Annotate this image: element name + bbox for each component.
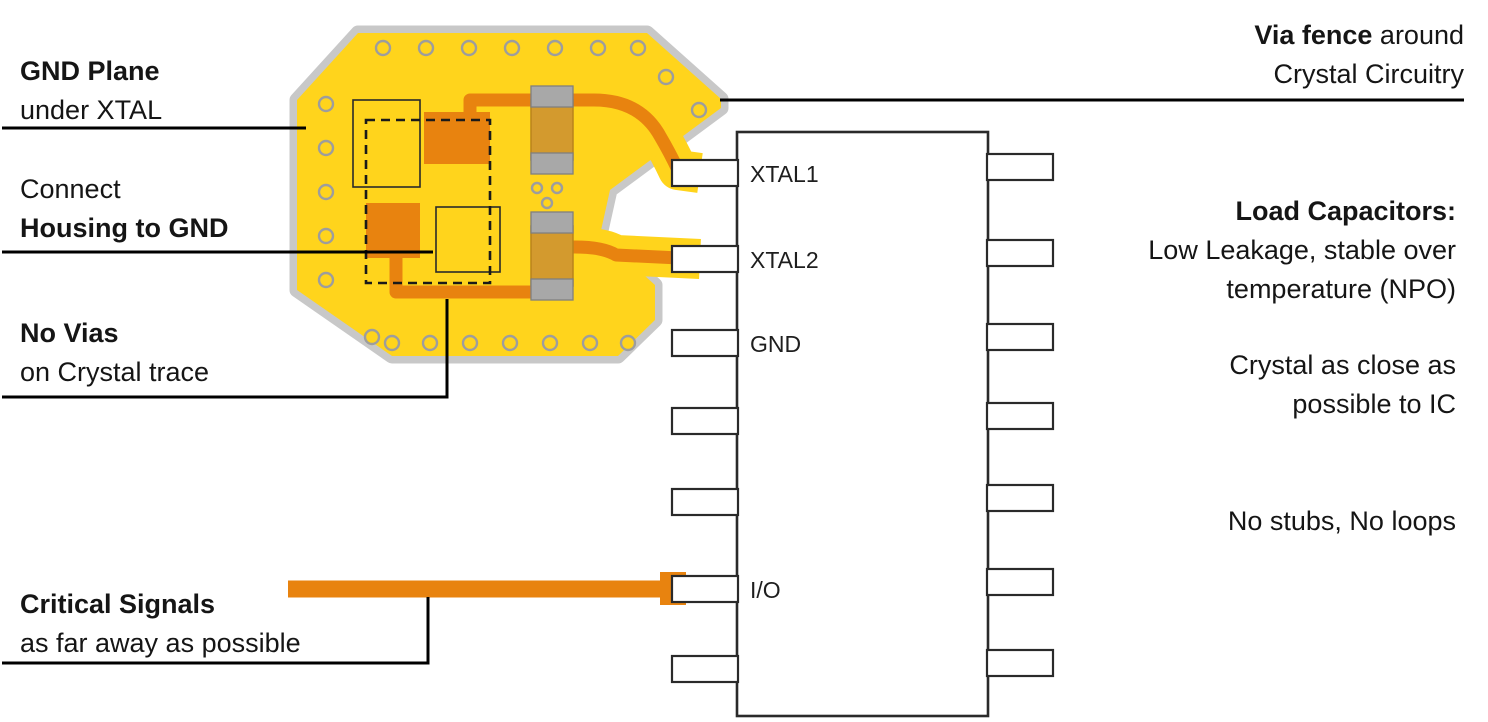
via-fence	[317, 39, 708, 352]
annotation-line: Via fence around	[1254, 16, 1464, 55]
pin-label-xtal2: XTAL2	[750, 247, 819, 273]
ic-pin-left-5	[670, 487, 740, 517]
via	[460, 39, 478, 57]
ic-pins-left	[670, 158, 740, 684]
trace-crystal-bottom	[389, 250, 556, 299]
annotation-lines	[2, 98, 1464, 665]
via	[383, 334, 401, 352]
ic-pin-io	[670, 574, 740, 604]
annotation-line: GND Plane	[20, 56, 160, 86]
via	[550, 181, 564, 195]
ic-pin-right-1	[985, 152, 1055, 182]
via	[540, 196, 554, 210]
pointer-no-vias	[2, 299, 449, 399]
annotation-line: Load Capacitors:	[1235, 196, 1456, 226]
annotation-line: Housing to GND	[20, 213, 229, 243]
ic-pin-labels: XTAL1 XTAL2 GND I/O	[750, 161, 819, 603]
via	[363, 328, 381, 346]
ic-pins-right	[985, 152, 1055, 678]
annotation-line: as far away as possible	[20, 628, 301, 658]
annotation-load-capacitors: Load Capacitors: Low Leakage, stable ove…	[1148, 192, 1456, 309]
ic-pin-gnd	[670, 328, 740, 358]
pointer-critical-signals	[2, 597, 430, 665]
pin-label-io: I/O	[750, 577, 781, 603]
via	[589, 39, 607, 57]
annotation-crystal-close: Crystal as close as possible to IC	[1229, 346, 1456, 424]
capacitor-terminal	[530, 85, 574, 108]
ic-pin-right-2	[985, 238, 1055, 268]
via	[317, 227, 335, 245]
via	[629, 39, 647, 57]
annotation-critical-signals: Critical Signals as far away as possible	[20, 585, 301, 663]
capacitor-terminal	[530, 152, 574, 175]
annotation-no-stubs: No stubs, No loops	[1228, 502, 1456, 541]
via	[501, 334, 519, 352]
ic-pin-right-7	[985, 648, 1055, 678]
via	[421, 334, 439, 352]
ic-pin-xtal1	[670, 158, 740, 188]
via	[417, 39, 435, 57]
via	[581, 334, 599, 352]
capacitor-body	[530, 225, 574, 287]
pin-label-gnd: GND	[750, 331, 801, 357]
load-capacitor-2	[530, 211, 574, 301]
annotation-line: on Crystal trace	[20, 357, 210, 387]
annotation-no-vias: No Vias on Crystal trace	[20, 314, 209, 392]
annotation-line: Crystal Circuitry	[1273, 59, 1464, 89]
via	[546, 39, 564, 57]
annotation-line: Crystal as close as	[1229, 350, 1456, 380]
via	[690, 101, 708, 119]
ic-pin-left-4	[670, 406, 740, 436]
crystal-pad-outline-top	[352, 99, 421, 188]
via	[374, 39, 392, 57]
load-capacitor-1	[530, 85, 574, 175]
annotation-line: temperature (NPO)	[1226, 274, 1456, 304]
annotation-line: possible to IC	[1292, 389, 1456, 419]
via	[619, 334, 637, 352]
annotation-line: Connect	[20, 174, 121, 204]
via	[317, 95, 335, 113]
annotation-bold-text: Via fence	[1254, 20, 1373, 50]
via	[461, 334, 479, 352]
annotation-line: under XTAL	[20, 95, 163, 125]
via	[541, 334, 559, 352]
annotation-connect-housing: Connect Housing to GND	[20, 170, 228, 248]
annotation-text: around	[1379, 20, 1464, 50]
capacitor-terminal	[530, 211, 574, 234]
via	[317, 139, 335, 157]
ic-body	[735, 130, 990, 718]
capacitor-body	[530, 99, 574, 161]
ic-pin-xtal2	[670, 244, 740, 274]
annotation-line: No Vias	[20, 318, 119, 348]
via	[317, 271, 335, 289]
ic-pin-right-5	[985, 483, 1055, 513]
via	[503, 39, 521, 57]
via	[657, 68, 675, 86]
annotation-via-fence: Via fence around Crystal Circuitry	[1254, 16, 1464, 94]
via	[317, 183, 335, 201]
ic-pin-left-7	[670, 654, 740, 684]
pcb-ground-plane	[297, 33, 721, 356]
ic-pin-right-3	[985, 322, 1055, 352]
pin-label-xtal1: XTAL1	[750, 161, 819, 187]
annotation-line: Low Leakage, stable over	[1148, 235, 1456, 265]
crystal-pad-outline-bottom	[435, 206, 501, 273]
trace-xtal2	[544, 240, 701, 266]
crystal-housing-outline	[364, 118, 492, 285]
annotation-gnd-plane: GND Plane under XTAL	[20, 52, 162, 130]
crystal-pad-left	[366, 203, 420, 258]
ic-pin-right-6	[985, 567, 1055, 597]
annotation-line: Critical Signals	[20, 589, 216, 619]
ic-pin-right-4	[985, 401, 1055, 431]
annotation-line: No stubs, No loops	[1227, 506, 1456, 536]
capacitor-terminal	[530, 278, 574, 301]
via	[530, 181, 544, 195]
